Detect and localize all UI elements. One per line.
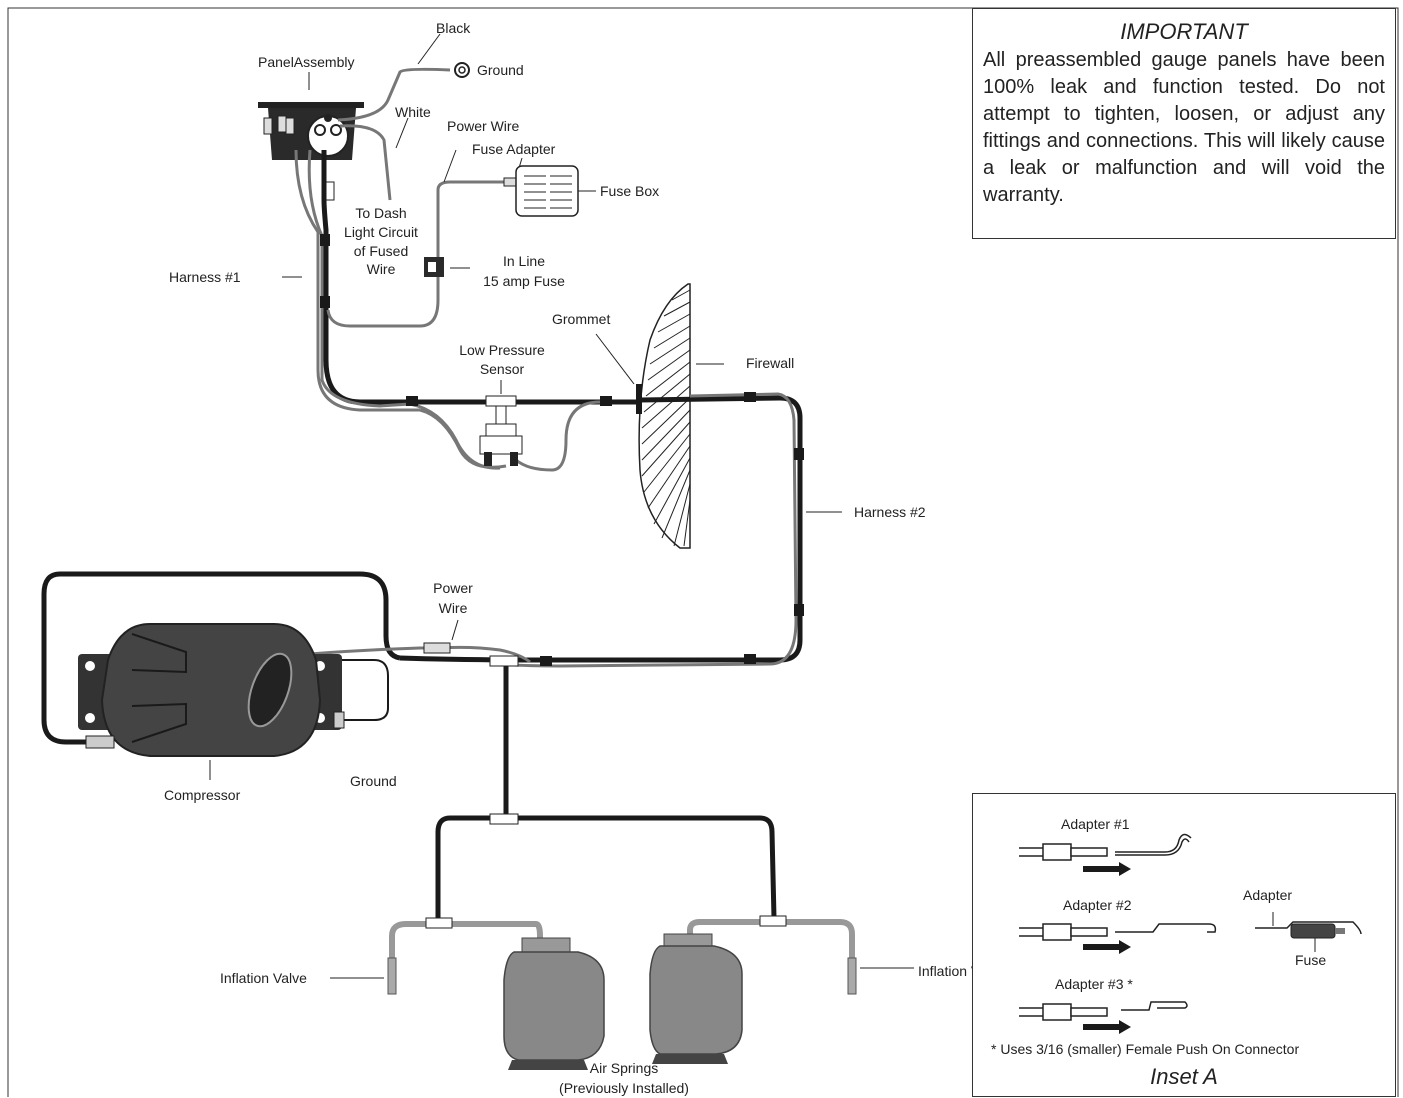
label-harness-2: Harness #2 (854, 504, 926, 520)
label-power-wire-mid-2: Wire (439, 600, 468, 616)
inset-note: * Uses 3/16 (smaller) Female Push On Con… (991, 1041, 1300, 1057)
inset-adapter-2: Adapter #2 (1063, 897, 1132, 913)
harness-2-hose (399, 395, 803, 663)
label-in-line-2: 15 amp Fuse (483, 273, 565, 289)
label-low-pressure-1: Low Pressure (459, 342, 545, 358)
inset-adapter: Adapter (1243, 887, 1293, 903)
black-wire (337, 67, 451, 122)
adapter-fuse-drawing (1255, 912, 1362, 952)
label-to-dash-3: of Fused (354, 243, 408, 259)
inset-title: Inset A (1150, 1064, 1218, 1089)
adapter-3-drawing (1019, 1001, 1188, 1021)
label-air-springs-1: Air Springs (590, 1060, 658, 1076)
arrow-right-icon (1083, 862, 1131, 876)
fuse-box (515, 165, 579, 217)
firewall (638, 283, 691, 549)
air-spring-right (649, 933, 743, 1064)
label-harness-1: Harness #1 (169, 269, 241, 285)
label-firewall: Firewall (746, 355, 794, 371)
label-panel-assembly: PanelAssembly (258, 54, 355, 70)
inset-a: Adapter #1 Adapter #2 Adapter Fuse Adapt… (972, 793, 1396, 1097)
diagram-frame (7, 7, 1399, 1097)
panel-assembly (258, 102, 364, 201)
inline-fuse (424, 257, 444, 277)
air-spring-left (503, 937, 605, 1070)
power-wire-top (326, 180, 512, 328)
label-air-springs-2: (Previously Installed) (559, 1080, 689, 1096)
white-wire (339, 124, 392, 201)
inset-adapter-1: Adapter #1 (1061, 816, 1130, 832)
compressor-ground-wire (328, 659, 389, 721)
tee-fitting-lower (489, 813, 519, 825)
compressor-loop-hose (41, 571, 401, 745)
label-low-pressure-2: Sensor (480, 361, 525, 377)
harness-1-wire-a (294, 149, 420, 412)
label-white: White (395, 104, 431, 120)
harness-2-wire (499, 392, 798, 668)
inflation-valve-right (847, 957, 857, 995)
grommet (636, 384, 642, 414)
power-wire-mid (309, 645, 531, 664)
inset-adapter-3: Adapter #3 * (1055, 976, 1133, 992)
label-fuse-box: Fuse Box (600, 183, 659, 199)
arrow-right-icon (1083, 940, 1131, 954)
label-ground-mid: Ground (350, 773, 397, 789)
arrow-right-icon (1083, 1020, 1131, 1034)
label-to-dash-1: To Dash (355, 205, 406, 221)
label-fuse-adapter: Fuse Adapter (472, 141, 556, 157)
inset-drawing (1019, 833, 1362, 1034)
inflation-valve-left (387, 957, 397, 995)
adapter-2-drawing (1019, 923, 1217, 941)
label-to-dash-2: Light Circuit (344, 224, 418, 240)
inset-fuse: Fuse (1295, 952, 1327, 968)
label-ground-top: Ground (477, 62, 524, 78)
tee-fitting-upper (489, 655, 519, 667)
label-in-line-1: In Line (503, 253, 545, 269)
important-notice: IMPORTANT All preassembled gauge panels … (972, 8, 1396, 239)
label-black: Black (436, 20, 471, 36)
important-body: All preassembled gauge panels have been … (983, 49, 1385, 206)
important-title: IMPORTANT (1120, 19, 1248, 44)
power-connector (423, 642, 451, 654)
label-power-wire-mid-1: Power (433, 580, 473, 596)
label-compressor: Compressor (164, 787, 241, 803)
low-pressure-sensor (479, 395, 523, 466)
label-to-dash-4: Wire (367, 261, 396, 277)
label-power-wire-top: Power Wire (447, 118, 520, 134)
adapter-1-drawing (1019, 833, 1192, 861)
compressor (78, 623, 345, 757)
label-grommet: Grommet (552, 311, 610, 327)
label-inflation-valve-left: Inflation Valve (220, 970, 307, 986)
